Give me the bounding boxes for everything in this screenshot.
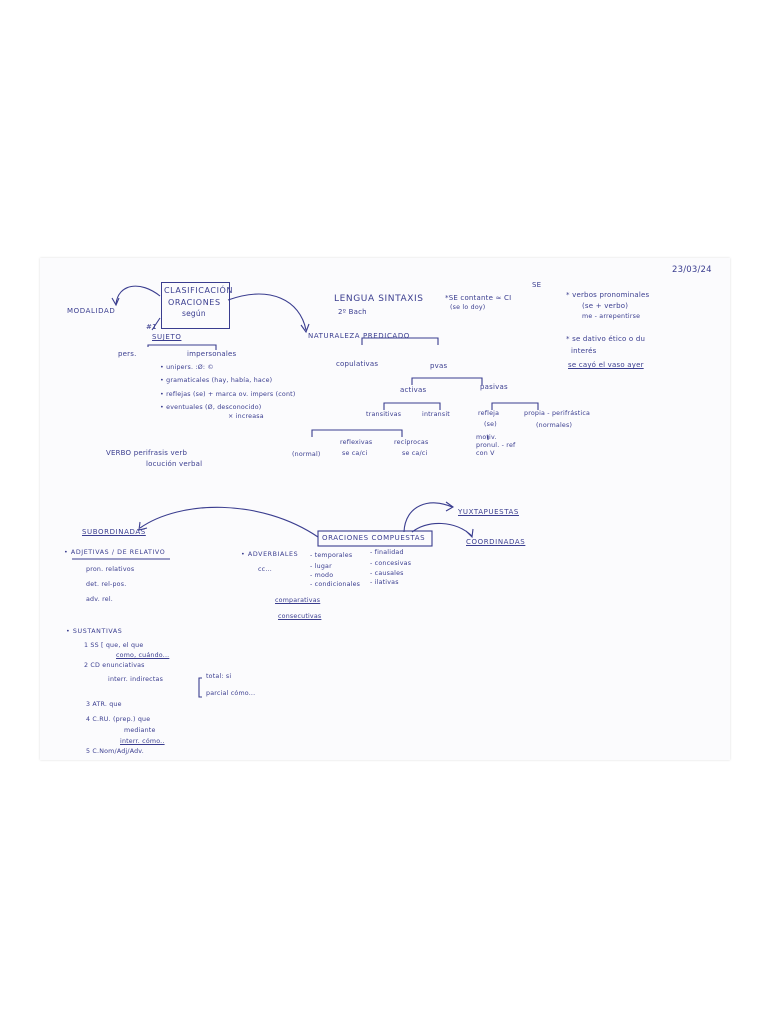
adjetiva-item: adv. rel. — [86, 596, 113, 603]
adverbial-item: - ilativas — [370, 579, 399, 586]
right-note-4: * se dativo ético o du — [566, 335, 646, 343]
se-ca-ci: se ca/ci — [342, 450, 368, 457]
sustantiva-item: interr. indirectas — [108, 676, 164, 683]
subordinadas: SUBORDINADAS — [82, 528, 146, 536]
transitivas: transitivas — [366, 411, 402, 418]
pvas: pvas — [430, 362, 448, 370]
copulativas: copulativas — [336, 360, 379, 368]
motiv-note: motiv. pronul. - ref con V — [476, 434, 516, 457]
sujeto-pers: pers. — [118, 350, 137, 358]
course: 2º Bach — [338, 308, 367, 316]
activas: activas — [400, 386, 427, 394]
sustantiva-item: interr. cómo.. — [120, 738, 165, 745]
adverbial-item: - condicionales — [310, 581, 361, 588]
adverbial-item: - finalidad — [370, 549, 404, 556]
sustantiva-item: 5 C.Nom/Adj/Adv. — [86, 748, 144, 755]
adjetiva-item: det. rel-pos. — [86, 581, 127, 588]
ci-note: *SE contante ≈ CI — [445, 294, 512, 302]
sustantiva-item: 1 SS [ que, el que — [84, 642, 144, 649]
adverbiales-cc: cc... — [258, 566, 272, 573]
consecutivas: consecutivas — [278, 613, 322, 620]
coordinadas: COORDINADAS — [466, 538, 526, 546]
impersonal-extra: × increasa — [228, 413, 264, 420]
right-note-5: interés — [571, 347, 597, 355]
title-line3: según — [182, 309, 206, 318]
subject-header: LENGUA SINTAXIS — [334, 294, 424, 304]
title-line1: CLASIFICACIÓN — [164, 286, 234, 295]
right-note-1: * verbos pronominales — [566, 291, 650, 299]
sustantiva-item: 4 C.RU. (prep.) que — [86, 716, 151, 723]
sustantiva-item: total: si — [206, 673, 232, 680]
adverbial-item: - modo — [310, 572, 334, 579]
adverbiales-title: • ADVERBIALES — [241, 551, 299, 558]
right-note-2: (se + verbo) — [582, 302, 629, 310]
reciprocas: recíprocas — [394, 439, 429, 446]
sustantiva-item: mediante — [124, 727, 156, 734]
reflexivas: reflexivas — [340, 439, 373, 446]
impersonal-item: • eventuales (Ø, desconocido) — [160, 404, 262, 411]
pasivas: pasivas — [480, 383, 508, 391]
se-ca-ci: se ca/ci — [402, 450, 428, 457]
yuxtapuestas: YUXTAPUESTAS — [458, 508, 519, 516]
adverbial-item: - concesivas — [370, 560, 412, 567]
sustantiva-item: 2 CD enunciativas — [84, 662, 145, 669]
title-line2: ORACIONES — [168, 298, 221, 307]
adjetiva-item: pron. relativos — [86, 566, 135, 573]
impersonal-item: • unipers. :Ø: © — [160, 364, 214, 371]
oraciones-compuestas: ORACIONES COMPUESTAS — [322, 534, 426, 542]
sujeto-num: #1 — [146, 323, 157, 331]
right-note-6: se cayó el vaso ayer — [568, 361, 644, 369]
adjetivas-title: • ADJETIVAS / DE RELATIVO — [64, 549, 166, 556]
propia-perifrastica: propia - perifrástica — [524, 410, 591, 417]
adverbial-item: - lugar — [310, 563, 332, 570]
ci-note-sub: (se lo doy) — [450, 304, 486, 311]
verbo-line1: VERBO perifrasis verb — [106, 449, 188, 457]
normal-label: (normal) — [292, 451, 321, 458]
naturaleza-predicado: NATURALEZA PREDICADO — [308, 332, 410, 340]
se-note: SE — [532, 281, 542, 289]
modalidad-label: MODALIDAD — [67, 307, 116, 315]
sustantiva-item: parcial cómo... — [206, 690, 256, 697]
verbo-line2: locución verbal — [146, 460, 203, 468]
right-note-3: me - arrepentirse — [582, 313, 641, 320]
sujeto-label: SUJETO — [152, 333, 182, 341]
sujeto-impers: impersonales — [187, 350, 237, 358]
intransit: intransit — [422, 411, 450, 418]
adverbial-item: - temporales — [310, 552, 353, 559]
adverbial-item: - causales — [370, 570, 404, 577]
comparativas: comparativas — [275, 597, 321, 604]
impersonal-item: • reflejas (se) + marca ov. impers (cont… — [160, 391, 296, 398]
date: 23/03/24 — [672, 265, 712, 275]
propia-normales: (normales) — [536, 422, 573, 429]
title-box — [161, 282, 230, 329]
sustantiva-item: como, cuándo... — [116, 652, 170, 659]
refleja: refleja — [478, 410, 500, 417]
sustantivas-title: • SUSTANTIVAS — [66, 628, 123, 635]
impersonal-item: • gramaticales (hay, había, hace) — [160, 377, 273, 384]
sustantiva-item: 3 ATR. que — [86, 701, 122, 708]
refleja-se: (se) — [484, 421, 497, 428]
